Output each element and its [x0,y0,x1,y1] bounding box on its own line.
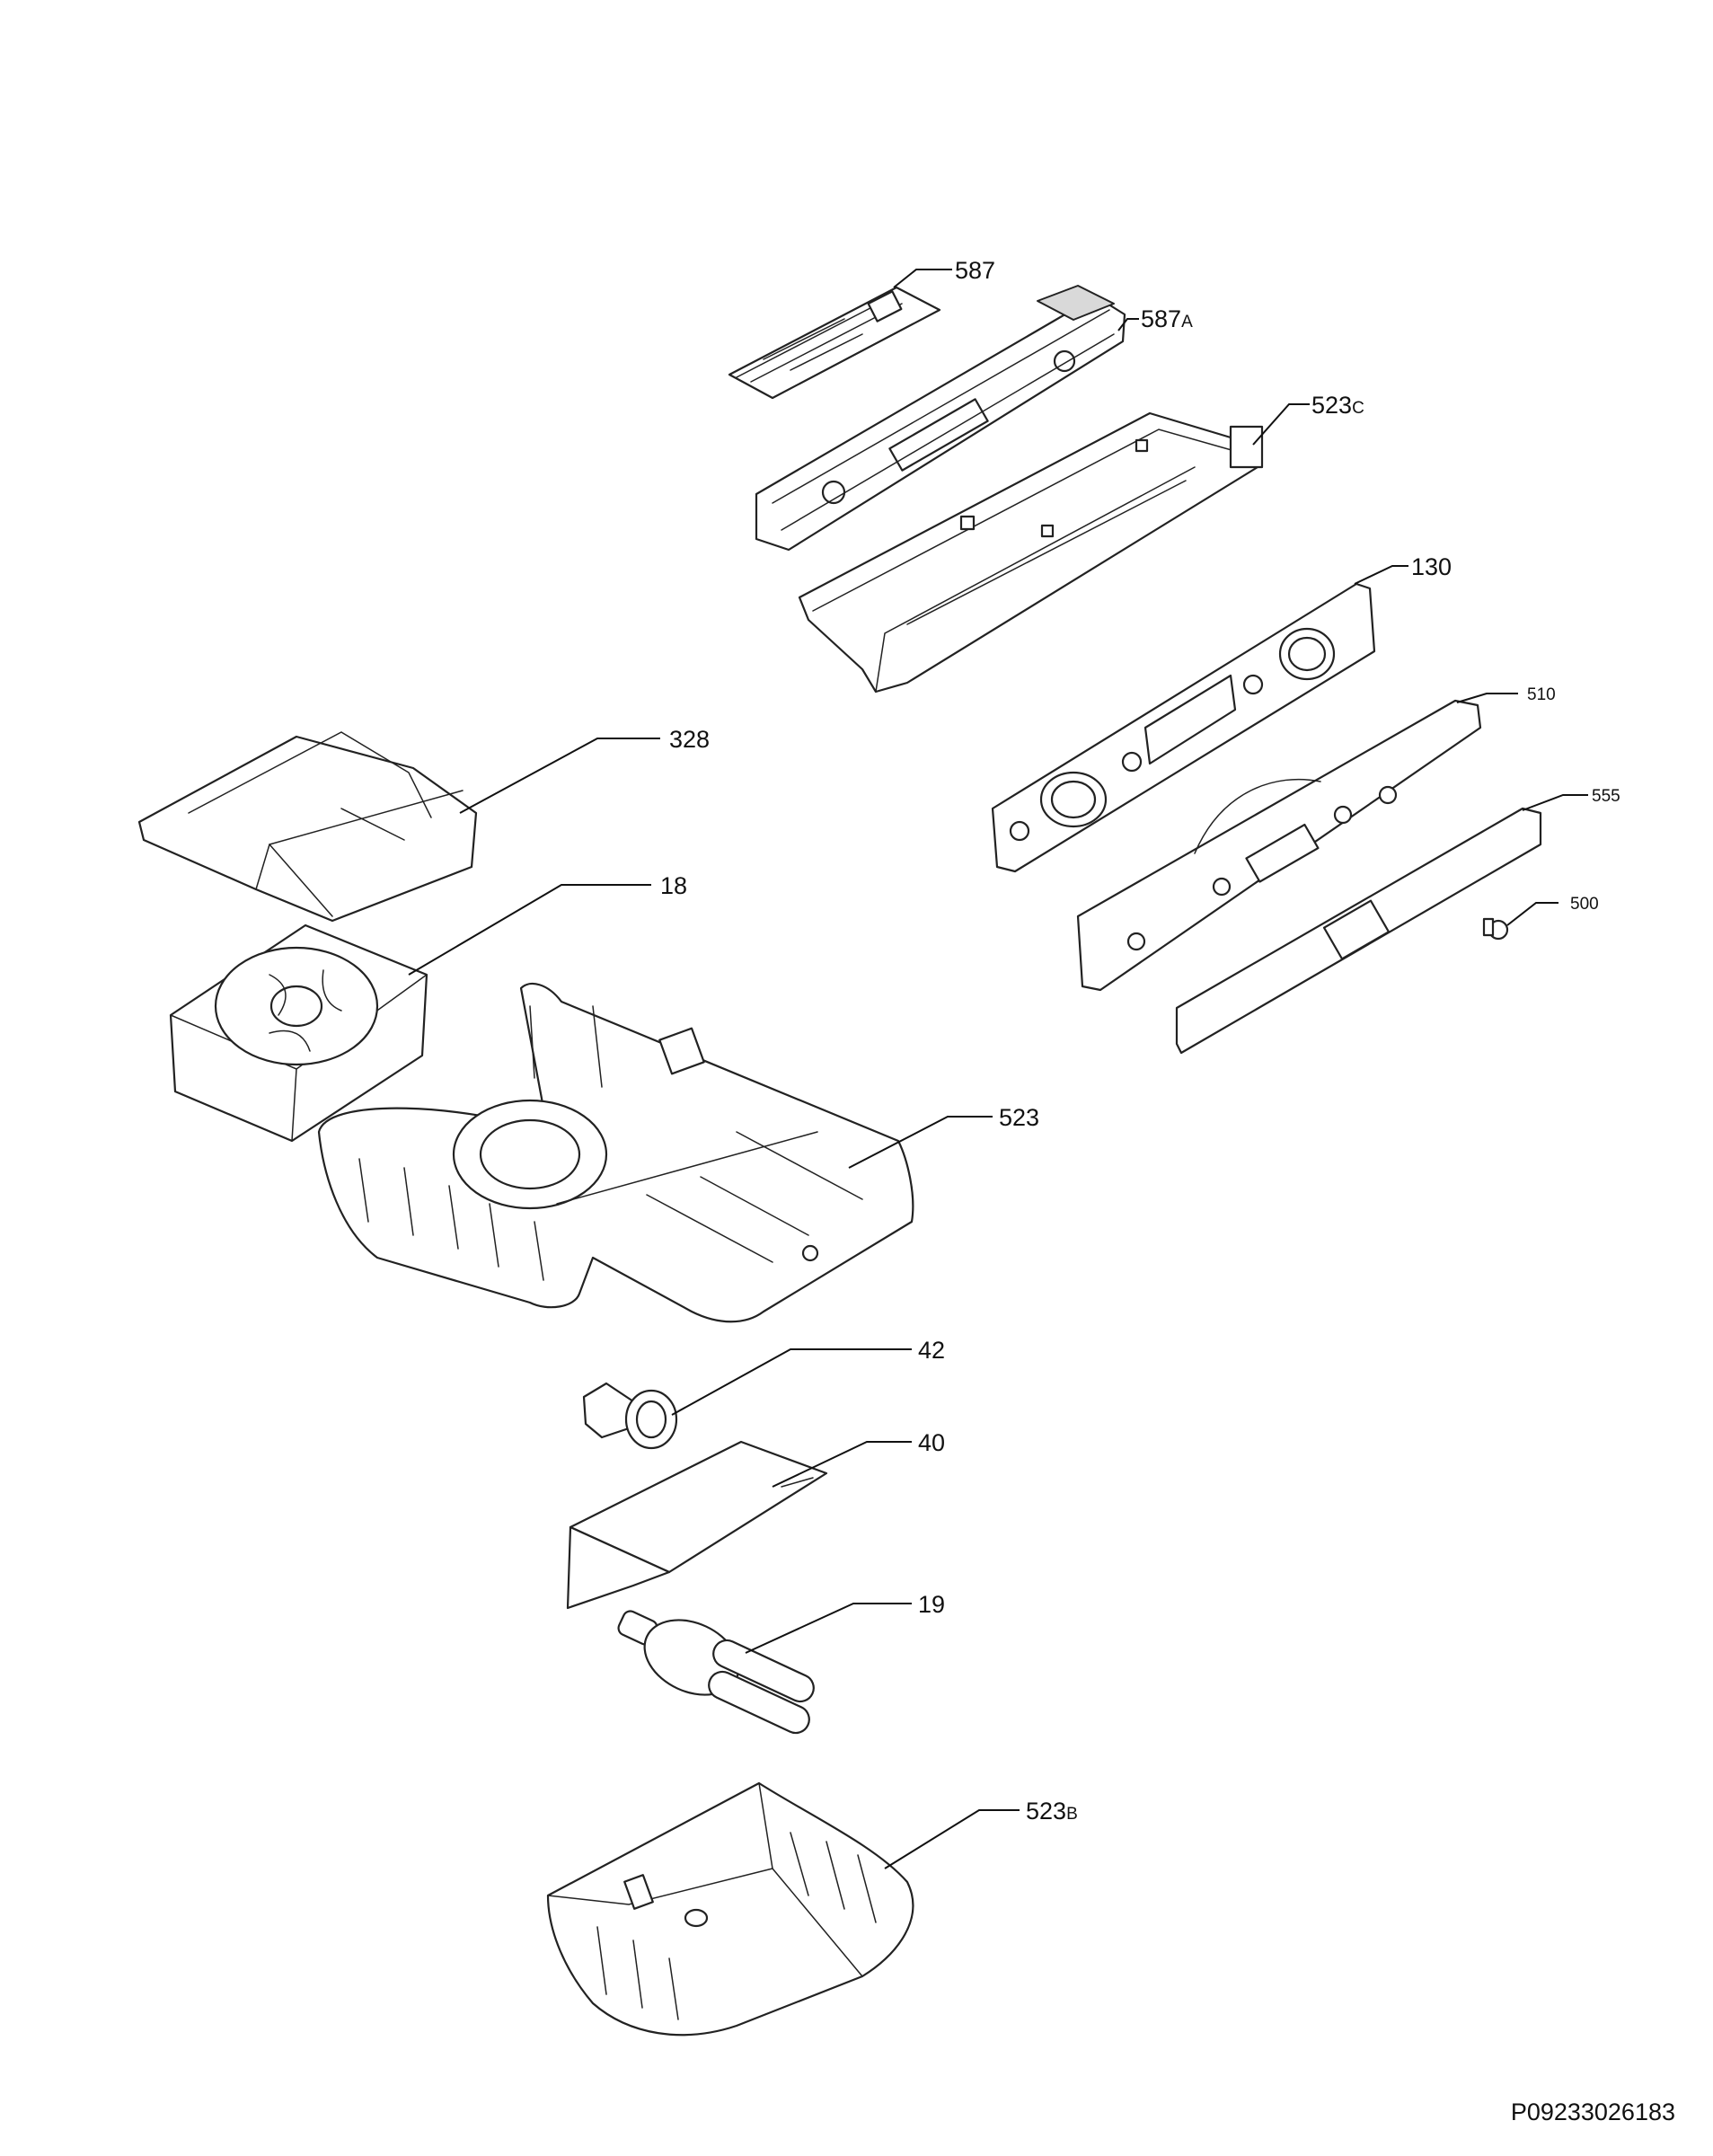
leader-500 [1506,902,1558,926]
callout-587a: 587A [1141,305,1193,332]
document-id: P09233026183 [1511,2099,1675,2125]
callout-510: 510 [1527,685,1556,704]
part-40-lamp-cover [566,1440,828,1610]
callout-40: 40 [918,1429,945,1456]
part-523b-lower-cover [546,1781,914,2037]
part-523-housing [317,982,914,1323]
part-523c-board-holder [798,411,1264,694]
leader-19 [745,1603,912,1654]
leader-523 [848,1116,993,1169]
callout-42: 42 [918,1337,945,1364]
leader-555 [1522,794,1588,811]
part-19-lamp [617,1610,815,1735]
part-555-label-strip [1175,807,1542,1055]
part-328-fan-cover [137,731,478,923]
callout-523: 523 [999,1104,1039,1131]
leader-18 [408,884,651,976]
callout-523c: 523C [1311,392,1364,419]
part-587-control-board [728,286,941,400]
leader-587 [893,269,952,288]
part-130-control-panel [991,582,1376,873]
leader-523c [1252,403,1310,446]
callout-328: 328 [669,726,710,753]
leader-lines [408,269,1588,1869]
leader-587a [1117,318,1139,331]
part-42-lamp-socket [582,1382,678,1450]
leader-328 [459,738,660,814]
callout-130: 130 [1411,553,1452,580]
leader-523b [884,1809,1020,1869]
part-500-screw [1482,917,1509,941]
part-510-fascia [1076,699,1482,992]
part-587a-display-board [755,285,1126,552]
part-18-cooling-fan [169,923,428,1143]
leader-42 [671,1348,912,1416]
callout-labels: 587 587A 523C 130 510 555 500 328 18 523… [660,257,1620,1825]
callout-500: 500 [1570,895,1599,914]
callout-18: 18 [660,872,687,899]
leader-40 [772,1441,912,1488]
callout-555: 555 [1592,787,1620,806]
callout-587: 587 [955,257,995,284]
callout-19: 19 [918,1591,945,1618]
leader-130 [1354,565,1408,585]
callout-523b: 523B [1026,1798,1078,1825]
leader-510 [1456,693,1518,703]
